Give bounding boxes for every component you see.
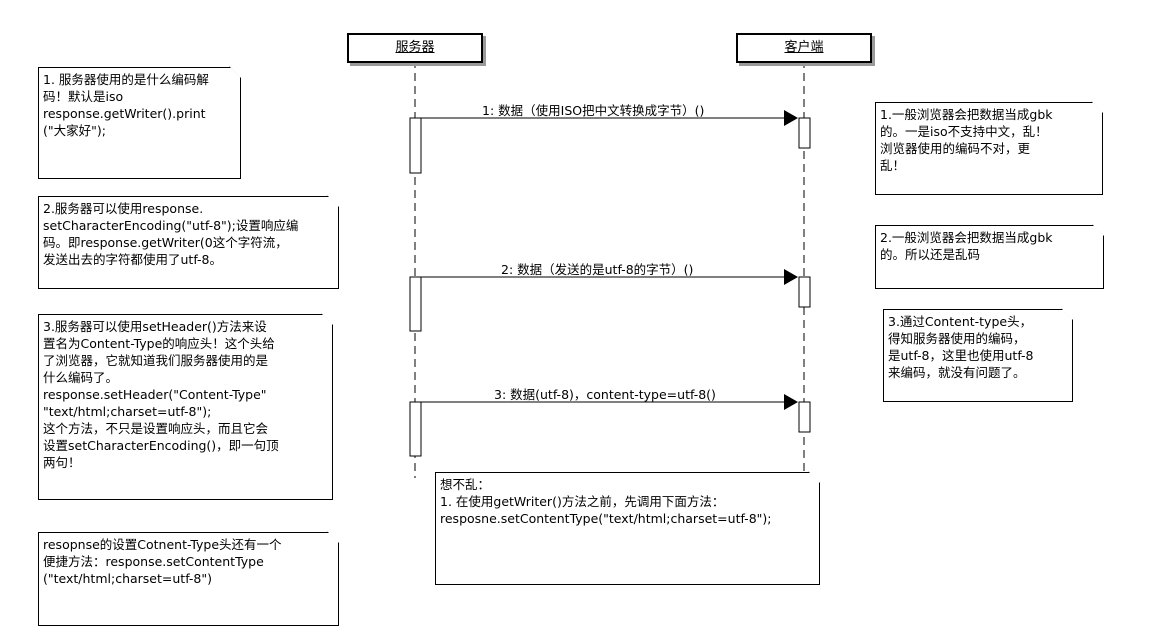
note-set-header: 3.服务器可以使用setHeader()方法来设 置名为Content-Type… [38, 314, 333, 500]
arrowhead-3 [784, 394, 798, 410]
participant-server: 服务器 [347, 33, 483, 63]
participant-client: 客户端 [736, 33, 872, 63]
client-activation-2 [798, 276, 811, 308]
message-label-1: 1: 数据（使用ISO把中文转换成字节）() [482, 103, 705, 118]
participant-server-label: 服务器 [395, 40, 435, 55]
note-server-default-encoding: 1. 服务器使用的是什么编码解 码！默认是iso response.getWri… [38, 67, 241, 179]
server-activation-3 [409, 401, 422, 457]
note-content-type-header: 3.通过Content-type头， 得知服务器使用的编码， 是utf-8，这里… [883, 309, 1073, 402]
server-activation-2 [409, 276, 422, 332]
participant-client-label: 客户端 [784, 40, 824, 55]
note-set-character-encoding: 2.服务器可以使用response. setCharacterEncoding(… [38, 196, 339, 289]
note-set-content-type: resopnse的设置Cotnent-Type头还有一个 便捷方法：respon… [38, 532, 339, 626]
client-activation-1 [798, 117, 811, 149]
client-activation-3 [798, 401, 811, 433]
note-browser-gbk-2: 2.一般浏览器会把数据当成gbk 的。所以还是乱码 [875, 225, 1104, 289]
note-how-to-avoid-garbled: 想不乱： 1. 在使用getWriter()方法之前，先调用下面方法： resp… [435, 472, 820, 585]
message-label-3: 3: 数据(utf-8)，content-type=utf-8() [494, 387, 716, 402]
server-activation-1 [409, 117, 422, 174]
arrowhead-1 [784, 110, 798, 126]
arrowhead-2 [784, 269, 798, 285]
note-browser-gbk-1: 1.一般浏览器会把数据当成gbk 的。一是iso不支持中文，乱！ 浏览器使用的编… [875, 102, 1103, 195]
message-label-2: 2: 数据（发送的是utf-8的字节）() [501, 262, 694, 277]
